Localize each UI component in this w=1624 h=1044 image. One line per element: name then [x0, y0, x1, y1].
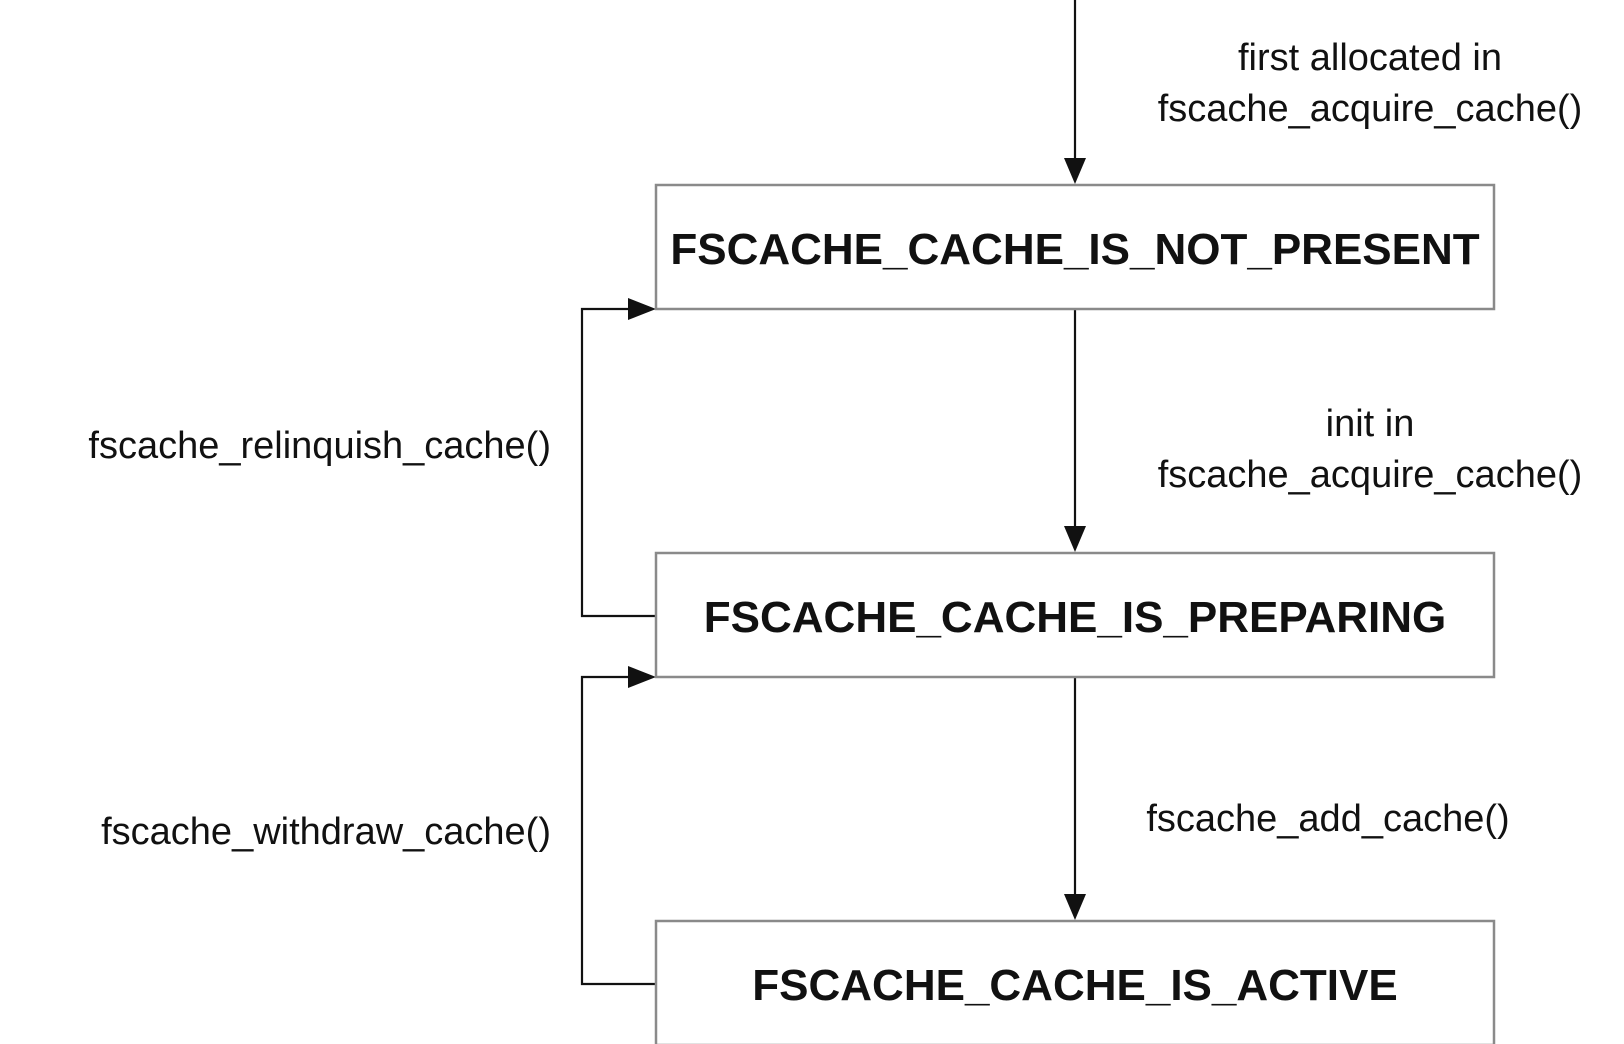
- label-relinquish: fscache_relinquish_cache(): [88, 425, 551, 467]
- label-entry-line2: fscache_acquire_cache(): [1158, 88, 1583, 130]
- edge-withdraw-line: [580, 675, 656, 986]
- edge-relinquish-arrowhead: [628, 298, 656, 320]
- label-entry-line1: first allocated in: [1238, 37, 1502, 79]
- state-not-present-label: FSCACHE_CACHE_IS_NOT_PRESENT: [670, 225, 1479, 274]
- label-entry: first allocated in fscache_acquire_cache…: [1158, 37, 1583, 130]
- label-withdraw-line1: fscache_withdraw_cache(): [101, 811, 551, 853]
- state-active-label: FSCACHE_CACHE_IS_ACTIVE: [752, 961, 1397, 1010]
- edge-relinquish-line: [580, 307, 656, 618]
- edge-withdraw-arrowhead: [628, 666, 656, 688]
- label-init: init in fscache_acquire_cache(): [1158, 403, 1583, 496]
- edge-init: [1064, 310, 1086, 552]
- label-add: fscache_add_cache(): [1146, 798, 1509, 840]
- state-preparing-label: FSCACHE_CACHE_IS_PREPARING: [704, 593, 1446, 642]
- state-preparing: FSCACHE_CACHE_IS_PREPARING: [654, 551, 1496, 679]
- state-not-present: FSCACHE_CACHE_IS_NOT_PRESENT: [654, 183, 1496, 311]
- label-init-line1: init in: [1326, 403, 1415, 445]
- edge-init-arrowhead: [1064, 526, 1086, 552]
- edge-withdraw: [580, 666, 656, 986]
- label-relinquish-line1: fscache_relinquish_cache(): [88, 425, 551, 467]
- edge-entry-arrowhead: [1064, 158, 1086, 184]
- edge-entry: [1064, 0, 1086, 184]
- state-active: FSCACHE_CACHE_IS_ACTIVE: [654, 919, 1496, 1044]
- edge-relinquish: [580, 298, 656, 618]
- edge-add-arrowhead: [1064, 894, 1086, 920]
- edge-add: [1064, 678, 1086, 920]
- label-withdraw: fscache_withdraw_cache(): [101, 811, 551, 853]
- label-init-line2: fscache_acquire_cache(): [1158, 454, 1583, 496]
- label-add-line1: fscache_add_cache(): [1146, 798, 1509, 840]
